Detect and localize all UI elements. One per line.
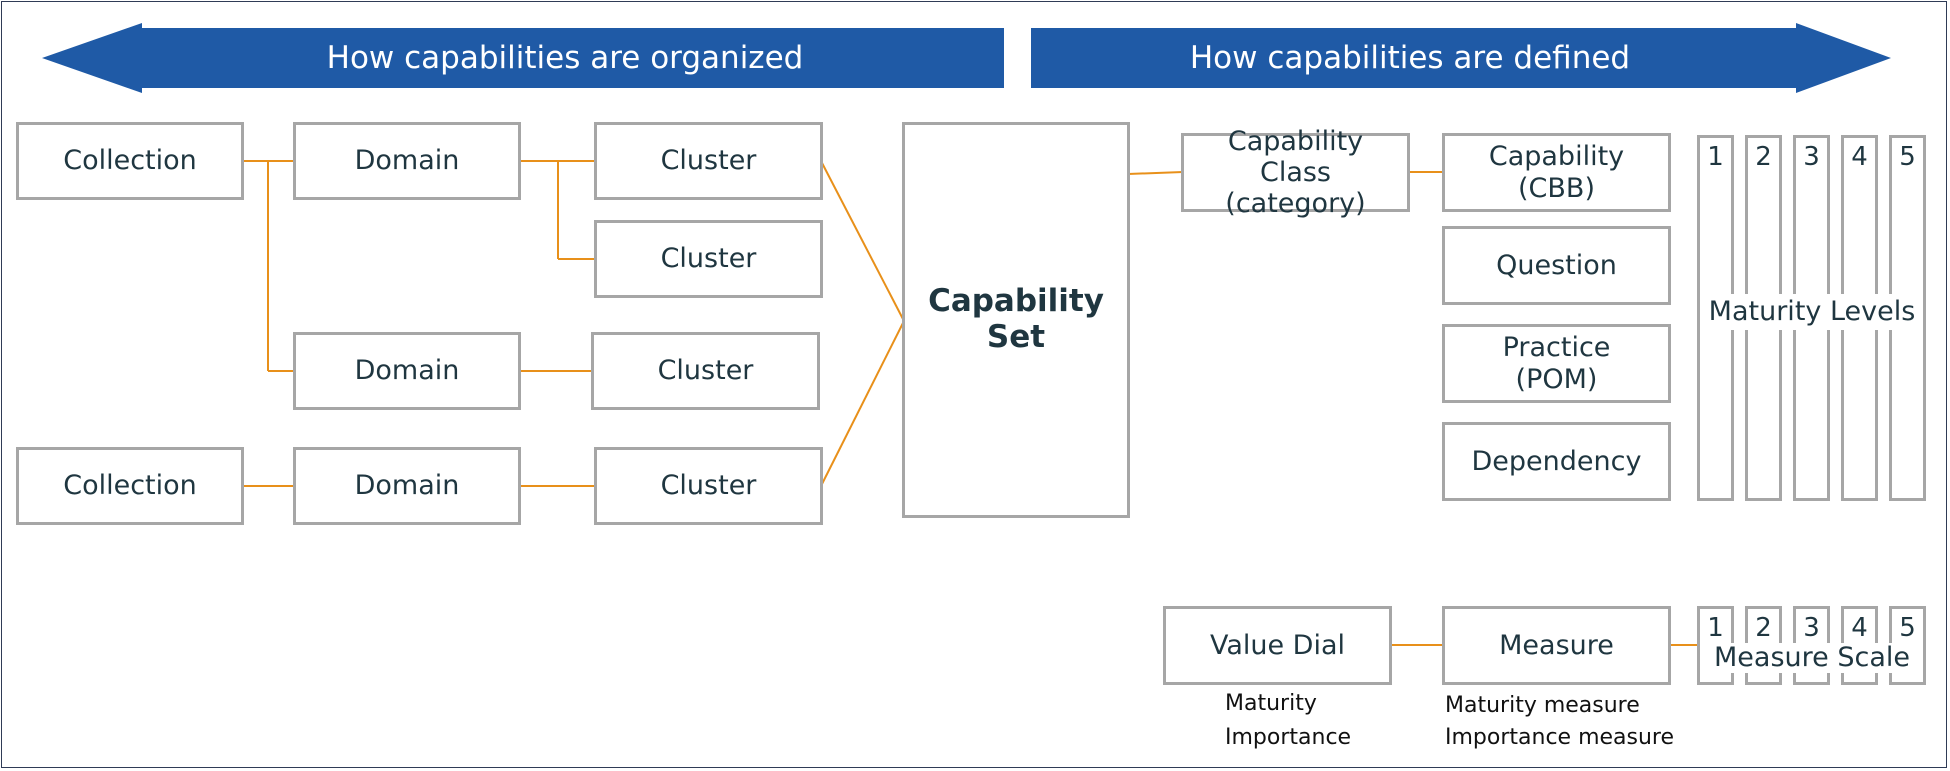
collection-box-1: Collection [16,122,244,200]
domain-box-2: Domain [293,332,521,410]
practice-box: Practice (POM) [1442,324,1671,403]
cluster-box-4: Cluster [594,447,823,525]
question-box: Question [1442,226,1671,305]
measure-box: Measure [1442,606,1671,685]
capability-box: Capability (CBB) [1442,133,1671,212]
capability-class-box: Capability Class (category) [1181,126,1410,219]
domain-box-3: Domain [293,447,521,525]
defined-label: How capabilities are defined [1189,40,1631,76]
measure-note-maturity: Maturity measure [1445,693,1640,718]
domain-box-1: Domain [293,122,521,200]
value-dial-note-importance: Importance [1225,725,1352,750]
dependency-box: Dependency [1442,422,1671,501]
maturity-levels-label: Maturity Levels [1706,294,1918,330]
measure-scale-label: Measure Scale [1712,643,1912,673]
cluster-box-3: Cluster [591,332,820,410]
collection-box-2: Collection [16,447,244,525]
value-dial-box: Value Dial [1163,606,1392,685]
cluster-box-2: Cluster [594,220,823,298]
defined-arrow [1031,23,1891,93]
organized-arrow [42,23,1004,93]
measure-note-importance: Importance measure [1445,725,1675,750]
value-dial-note-maturity: Maturity [1225,691,1317,716]
organized-label: How capabilities are organized [326,40,804,76]
cluster-box-1: Cluster [594,122,823,200]
capability-set-box: Capability Set [902,122,1130,518]
